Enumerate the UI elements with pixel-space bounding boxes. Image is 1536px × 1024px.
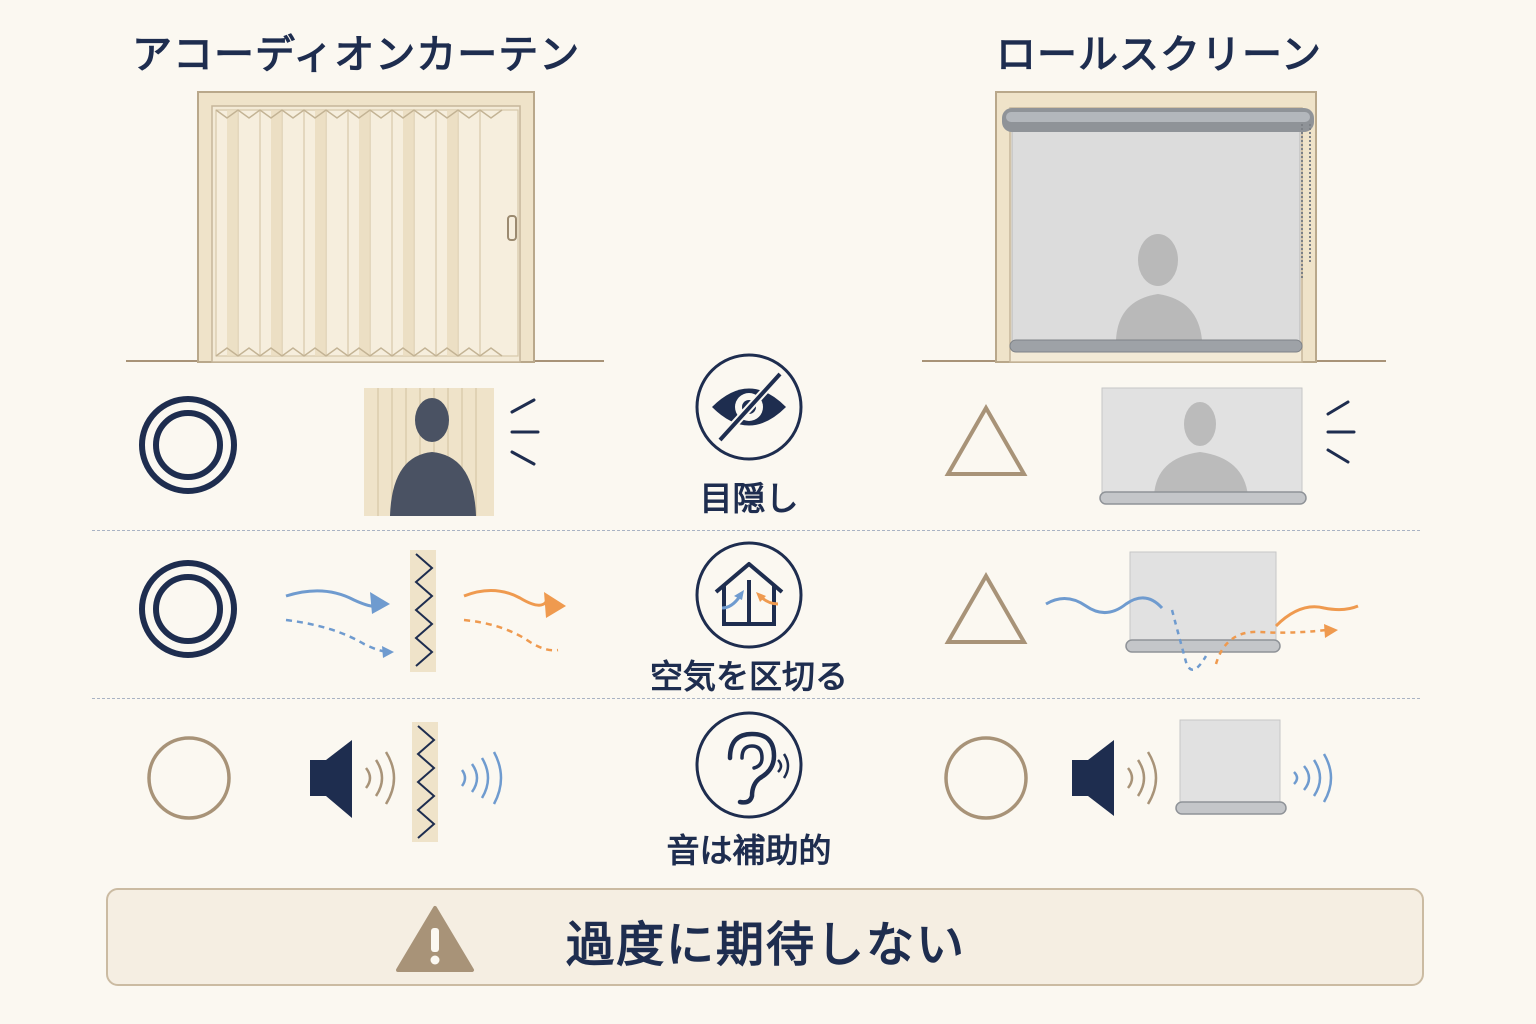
row-divider-1 — [92, 530, 1420, 531]
rating-triangle-right-row1 — [944, 403, 1028, 476]
warning-banner-text: 過度に期待しない — [566, 917, 967, 973]
warning-icon — [396, 906, 474, 972]
sound-blocked-by-curtain-icon — [310, 722, 503, 842]
category-label-privacy: 目隠し — [699, 479, 799, 518]
ear-icon — [695, 711, 803, 819]
eye-slash-icon — [695, 353, 803, 461]
rating-circle-right-row3 — [944, 736, 1028, 820]
row-divider-2 — [92, 698, 1420, 699]
house-airflow-icon — [695, 541, 803, 649]
category-label-sound: 音は補助的 — [666, 831, 832, 870]
rating-double-circle-left-row2 — [139, 560, 237, 658]
airflow-blocked-icon — [285, 550, 566, 672]
airflow-leaking-icon — [1045, 551, 1359, 671]
rating-circle-left-row3 — [147, 736, 231, 820]
accordion-curtain-title: アコーディオンカーテン — [132, 31, 581, 78]
roll-screen-illustration — [922, 91, 1386, 363]
roll-screen-person-visible-icon — [1099, 387, 1356, 505]
accordion-curtain-illustration — [126, 91, 604, 363]
curtain-person-hidden-icon — [364, 388, 540, 516]
roll-screen-title: ロールスクリーン — [996, 31, 1322, 78]
warning-banner — [106, 888, 1424, 986]
rating-triangle-right-row2 — [944, 571, 1028, 644]
category-label-air: 空気を区切る — [650, 657, 848, 696]
rating-double-circle-left-row1 — [139, 396, 237, 494]
sound-through-roll-screen-icon — [1072, 719, 1333, 816]
